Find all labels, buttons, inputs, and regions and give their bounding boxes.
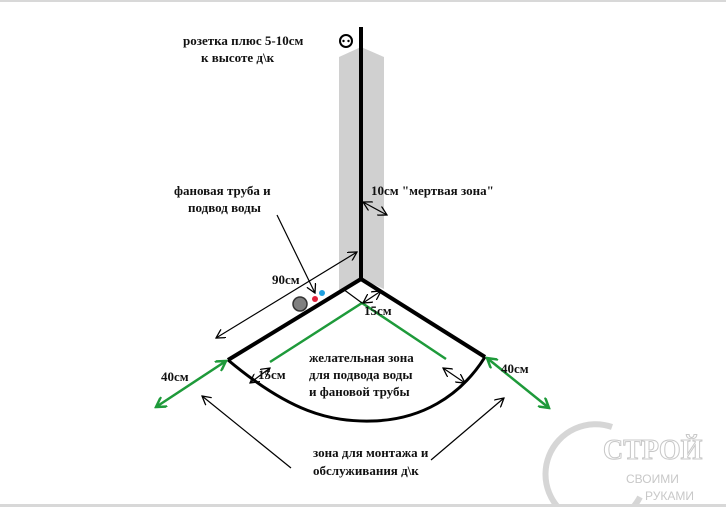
socket-label-line1: розетка плюс 5-10см bbox=[183, 33, 303, 48]
dead-zone-label: 10см "мертвая зона" bbox=[371, 183, 494, 198]
hot-water-icon bbox=[312, 296, 318, 302]
watermark-line3: РУКАМИ bbox=[645, 489, 694, 503]
offset-top-label: 15см bbox=[364, 303, 392, 318]
side-right-label: 40см bbox=[501, 361, 529, 376]
preferred-zone-line1: желательная зона bbox=[309, 350, 414, 365]
drain-pipe-icon bbox=[292, 296, 308, 312]
offset-top-line bbox=[342, 288, 363, 304]
dead-zone-arrow bbox=[363, 202, 387, 215]
cold-water-icon bbox=[319, 290, 325, 296]
offset-top-arrow bbox=[363, 291, 381, 303]
watermark-line2: СВОИМИ bbox=[626, 472, 679, 486]
pipe-label-line1: фановая труба и bbox=[174, 183, 271, 198]
watermark-logo: СТРОЙ СВОИМИ РУКАМИ bbox=[542, 421, 703, 504]
wall-right-floor bbox=[359, 277, 487, 359]
preferred-zone-line2: для подвода воды bbox=[309, 367, 413, 382]
preferred-zone-line3: и фановой трубы bbox=[309, 384, 410, 399]
pipe-label-line2: подвод воды bbox=[188, 200, 261, 215]
side-left-label: 40см bbox=[161, 369, 189, 384]
cabin-tray-curve bbox=[227, 356, 487, 423]
offset-left-arrow bbox=[250, 368, 270, 383]
mount-zone-line2: обслуживания д\к bbox=[313, 463, 419, 478]
side-right-40cm-arrow bbox=[487, 358, 549, 408]
mount-zone-line1: зона для монтажа и bbox=[313, 445, 429, 460]
power-socket-icon bbox=[339, 34, 353, 48]
offset-left-label: 15см bbox=[258, 367, 286, 382]
watermark-line1: СТРОЙ bbox=[603, 435, 703, 466]
wall-length-arrow bbox=[216, 252, 357, 338]
offset-right-arrow bbox=[443, 368, 465, 383]
wall-left-floor bbox=[226, 277, 363, 362]
socket-label-line2: к высоте д\к bbox=[201, 50, 275, 65]
side-left-40cm-arrow bbox=[156, 361, 226, 407]
pipe-pointer-arrow bbox=[276, 214, 315, 293]
mount-zone-right-arrow bbox=[430, 398, 504, 461]
wall-length-label: 90см bbox=[272, 272, 300, 287]
mount-zone-left-arrow bbox=[202, 396, 292, 469]
